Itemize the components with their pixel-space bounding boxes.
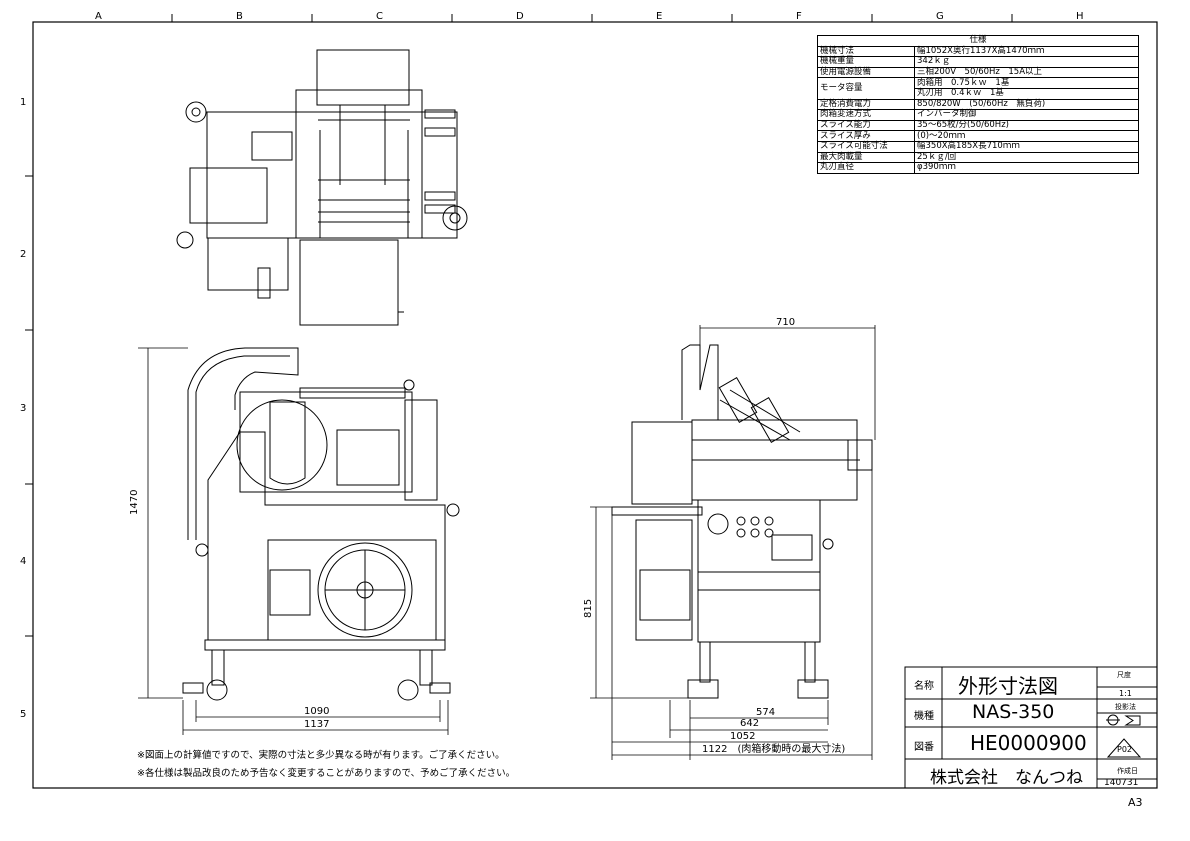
column-label: H: [1076, 11, 1084, 22]
dim-front-1137: 1137: [304, 719, 330, 730]
title-block-lines: [904, 666, 1158, 789]
top-view: [176, 49, 468, 326]
spec-title: 仕様: [817, 35, 1139, 47]
row-label: 4: [20, 556, 27, 567]
spec-row: 機械寸法幅1052X奥行1137X高1470ｍｍ: [817, 45, 1139, 58]
dim-side-815: 815: [583, 598, 594, 618]
row-label: 3: [20, 403, 27, 414]
front-dims: [138, 347, 449, 735]
spec-row: モータ容量肉箱用 0.75ｋｗ 1基: [817, 77, 1139, 100]
tb-drawing-label: 図番: [914, 742, 934, 753]
tb-name-value: 外形寸法図: [958, 674, 1058, 698]
column-label: D: [516, 11, 524, 22]
column-label: E: [656, 11, 663, 22]
tb-model-label: 機種: [914, 711, 934, 722]
dim-side-710: 710: [776, 317, 796, 328]
tb-name-label: 名称: [914, 681, 934, 692]
spec-row: スライス厚み(0)～20ｍｍ: [817, 130, 1139, 142]
column-label: C: [376, 11, 383, 22]
spec-row: 使用電源設備三相200V 50/60Hz 15A以上: [817, 66, 1139, 79]
row-label: 1: [20, 97, 27, 108]
dim-side-1052: 1052: [730, 731, 756, 742]
tb-scale-label: 尺度: [1117, 671, 1131, 679]
drawing-frame: [32, 21, 1158, 789]
column-label: F: [796, 11, 802, 22]
note-line: ※各仕様は製品改良のため予告なく変更することがありますので、予めご了承ください。: [137, 768, 516, 779]
ruler-ticks: [25, 14, 1013, 637]
dim-side-642: 642: [740, 718, 760, 729]
column-label: A: [95, 11, 102, 22]
tb-model-value: NAS-350: [972, 701, 1055, 723]
tb-company: 株式会社 なんつね: [930, 768, 1083, 788]
row-label: 2: [20, 249, 27, 260]
sheet-size: A3: [1128, 796, 1143, 809]
spec-row: 肉箱変速方式インバータ制御: [817, 109, 1139, 121]
dim-front-1090: 1090: [304, 706, 330, 717]
tb-date-label: 作成日: [1117, 767, 1138, 775]
dim-front-height: 1470: [129, 489, 140, 515]
column-label: G: [936, 11, 944, 22]
tb-projection-label: 投影法: [1115, 703, 1136, 711]
tb-drawing-value: HE0000900: [970, 731, 1087, 755]
row-label: 5: [20, 709, 27, 720]
dim-side-1122: 1122 (肉箱移動時の最大寸法): [702, 744, 846, 755]
tb-date-value: 140731: [1104, 778, 1139, 788]
note-line: ※図面上の計算値ですので、実際の寸法と多少異なる時が有ります。ご了承ください。: [137, 750, 505, 761]
tb-rev: P02: [1117, 745, 1133, 754]
front-view: [182, 347, 460, 701]
side-dims: [590, 325, 876, 760]
column-label: B: [236, 11, 243, 22]
tb-scale-value: 1:1: [1119, 689, 1132, 698]
side-view: [611, 344, 873, 699]
dim-side-574: 574: [756, 707, 776, 718]
spec-row: スライス可能寸法幅350X高185X長710ｍｍ: [817, 140, 1139, 153]
